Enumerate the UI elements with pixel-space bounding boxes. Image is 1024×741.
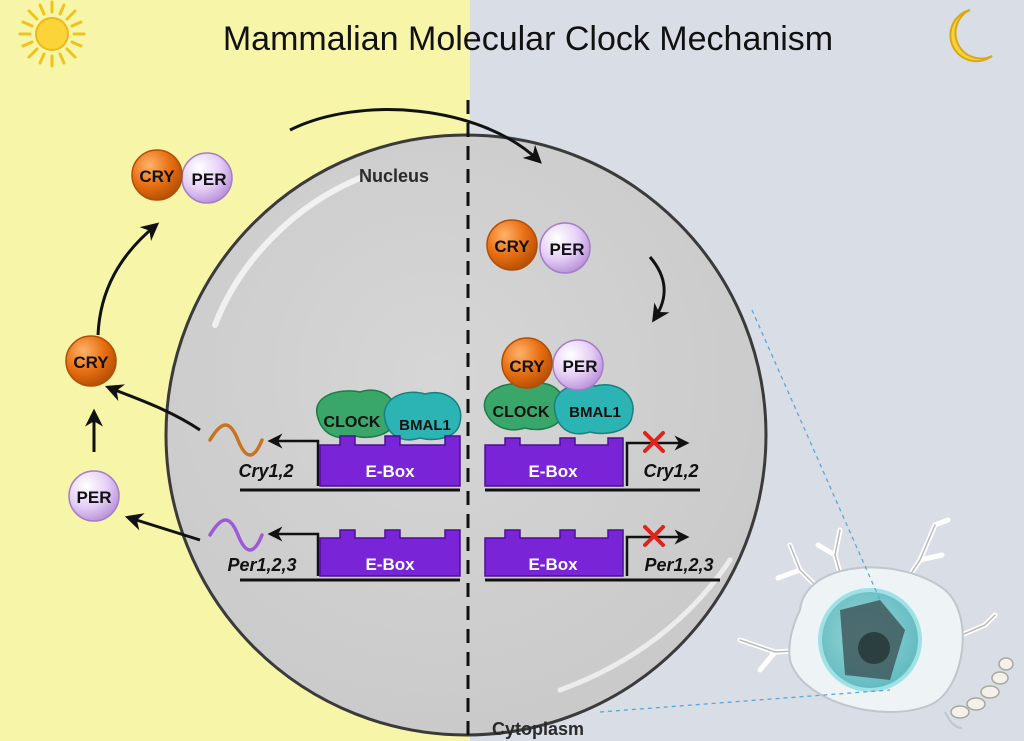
per-gene-night: E-Box Per1,2,3 — [484, 525, 720, 582]
red-x-icon — [643, 525, 665, 547]
moon-icon — [949, 9, 993, 63]
clock-label: CLOCK — [324, 414, 381, 431]
per-gene-label: Per1,2,3 — [644, 555, 713, 575]
cry-per-complex-cytoplasm: CRY PER — [131, 149, 233, 204]
cytoplasm-label: Cytoplasm — [492, 719, 584, 739]
per-protein: PER — [68, 470, 120, 522]
page-title: Mammalian Molecular Clock Mechanism — [223, 20, 833, 58]
cry-label: CRY — [509, 357, 545, 376]
clock-bmal1-day: CLOCK BMAL1 — [315, 389, 462, 441]
clock-label: CLOCK — [493, 404, 550, 421]
transcription-arrow — [267, 526, 320, 576]
cry-label: CRY — [73, 353, 109, 372]
cry-protein: CRY — [65, 335, 117, 387]
per-gene-label: Per1,2,3 — [227, 555, 296, 575]
per-label: PER — [77, 488, 112, 507]
per-label: PER — [550, 240, 585, 259]
transcription-arrow — [267, 433, 320, 486]
ebox-label: E-Box — [365, 555, 415, 574]
ebox-label: E-Box — [528, 555, 578, 574]
per-gene-day: E-Box Per1,2,3 — [208, 518, 461, 582]
ebox-element — [319, 529, 461, 577]
sun-icon — [18, 0, 86, 68]
per-label: PER — [192, 170, 227, 189]
transcription-arrow — [625, 529, 690, 576]
red-x-icon — [643, 431, 665, 453]
per-mrna — [208, 518, 264, 552]
repressor-complex-night: CRY PER CLOCK BMAL1 — [483, 337, 634, 435]
neuron-icon — [737, 517, 1014, 729]
cry-gene-label: Cry1,2 — [238, 461, 293, 481]
cry-per-complex-nucleus: CRY PER — [486, 219, 591, 274]
ebox-label: E-Box — [528, 462, 578, 481]
cry-gene-night: E-Box Cry1,2 — [484, 431, 700, 492]
cry-label: CRY — [139, 167, 175, 186]
per-label: PER — [563, 357, 598, 376]
ebox-element — [484, 529, 624, 577]
nucleus — [164, 133, 768, 737]
cry-mrna — [208, 423, 264, 457]
cry-label: CRY — [494, 237, 530, 256]
ebox-element — [319, 435, 461, 487]
transcription-arrow — [625, 435, 690, 486]
bmal1-label: BMAL1 — [569, 404, 621, 421]
cry-gene-day: E-Box Cry1,2 — [208, 423, 461, 492]
arrows — [85, 108, 670, 542]
cry-gene-label: Cry1,2 — [643, 461, 698, 481]
ebox-element — [484, 437, 624, 487]
ebox-label: E-Box — [365, 462, 415, 481]
bmal1-label: BMAL1 — [399, 417, 451, 434]
zoom-lines — [599, 309, 891, 713]
nucleus-label: Nucleus — [359, 166, 429, 186]
